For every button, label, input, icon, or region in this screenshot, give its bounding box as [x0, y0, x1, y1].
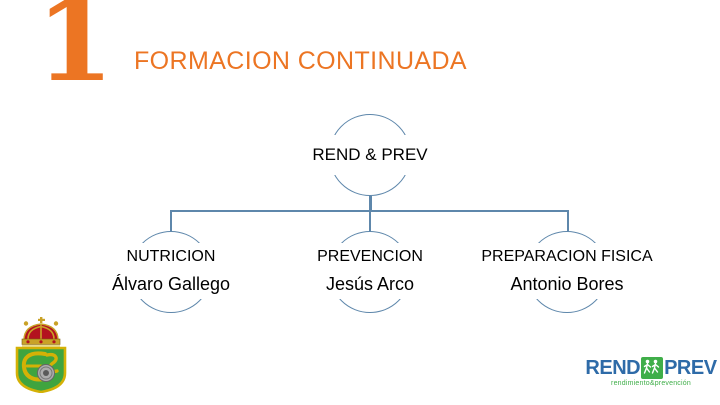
org-node-role: PREVENCION: [317, 248, 423, 265]
org-node-prevencion: PREVENCION Jesús Arco: [295, 243, 445, 299]
org-node-person: Antonio Bores: [510, 274, 624, 294]
brand-word-rend: REND: [585, 357, 641, 379]
connector-horizontal: [170, 210, 569, 212]
org-node-person: Jesús Arco: [325, 274, 415, 294]
connector-root-stub: [369, 196, 372, 211]
brand-tagline: rendimiento&prevención: [611, 380, 691, 387]
federation-crest-icon: [14, 317, 68, 394]
slide-number: 1: [36, 0, 114, 107]
connector-stub-left: [170, 211, 172, 231]
org-node-preparacion-fisica: PREPARACION FISICA Antonio Bores: [477, 243, 657, 299]
org-node-role: NUTRICION: [126, 248, 216, 265]
rendprev-logo: REND PREV rendimiento&prevención: [584, 357, 718, 387]
org-node-role: PREPARACION FISICA: [481, 248, 653, 265]
org-node-root: REND & PREV: [290, 135, 450, 175]
brand-word-prev: PREV: [664, 357, 717, 379]
connector-stub-center: [369, 211, 371, 231]
org-node-nutricion: NUTRICION Álvaro Gallego: [96, 243, 246, 299]
runners-icon: [641, 357, 664, 379]
rendprev-logo-row: REND PREV: [584, 357, 718, 379]
org-node-person: Álvaro Gallego: [111, 274, 231, 294]
connector-stub-right: [567, 211, 569, 231]
org-node-root-label: REND & PREV: [312, 145, 428, 164]
page-title: FORMACION CONTINUADA: [134, 47, 467, 75]
